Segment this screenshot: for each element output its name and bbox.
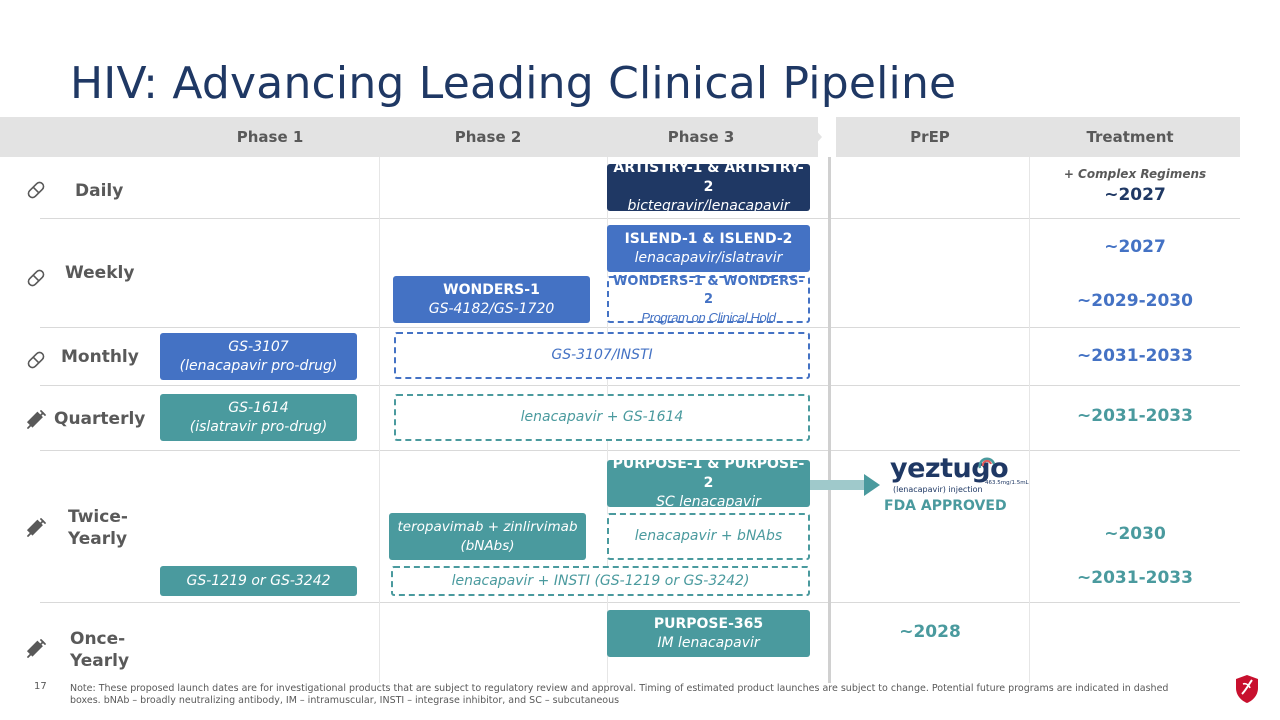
program-compound: bictegravir/lenacapavir [627,198,790,214]
header-treatment: Treatment [1086,128,1174,146]
yeztugo-generic-name: (lenacapavir) injection [893,485,983,494]
row-label-monthly: Monthly [61,347,139,367]
pill-icon [27,351,45,369]
pill-icon [27,181,45,199]
column-divider [379,157,380,683]
launch-date-weekly-2: ~2029-2030 [1077,291,1193,311]
program-box-len-bnabs: lenacapavir + bNAbs [607,513,810,560]
syringe-icon [26,639,46,658]
row-label-daily: Daily [75,181,124,201]
program-box-len-gs1614: lenacapavir + GS-1614 [394,394,810,441]
row-divider [40,385,1240,386]
phase-launch-separator [828,157,831,683]
page-title: HIV: Advancing Leading Clinical Pipeline [70,58,957,109]
program-name: lenacapavir + GS-1614 [520,409,684,425]
daily-regimen-note: + Complex Regimens [1063,167,1207,181]
yeztugo-dose: 463.5mg/1.5mL [985,480,1029,486]
pill-icon [27,269,45,287]
program-compound: IM lenacapavir [657,634,760,651]
program-compound: lenacapavir/islatravir [634,249,783,266]
launch-date-twice-yearly-1: ~2030 [1104,524,1166,544]
program-status: Program on Clinical Hold [641,309,776,325]
row-divider [40,450,1240,451]
program-name: ISLEND-1 & ISLEND-2 [624,230,793,247]
launch-date-twice-yearly-2: ~2031-2033 [1077,568,1193,588]
column-divider [1029,157,1030,683]
row-label-once-yearly-1: Once- [70,629,126,649]
footnote: Note: These proposed launch dates are fo… [70,683,1169,706]
program-box-wonders1: WONDERS-1 GS-4182/GS-1720 [393,276,590,323]
header-phase1: Phase 1 [236,128,304,146]
program-name: GS-1219 or GS-3242 [186,572,331,589]
program-name: lenacapavir + INSTI (GS-1219 or GS-3242) [451,572,750,589]
program-name: lenacapavir + bNAbs [634,528,783,544]
launch-date-quarterly: ~2031-2033 [1077,406,1193,426]
row-divider [40,218,1240,219]
header-phase3: Phase 3 [667,128,735,146]
program-box-gs3107-insti: GS-3107/INSTI [394,332,810,379]
launch-date-daily: ~2027 [1104,185,1166,205]
row-label-twice-yearly-1: Twice- [68,507,128,527]
program-box-islend: ISLEND-1 & ISLEND-2 lenacapavir/islatrav… [607,225,810,272]
program-name: ARTISTRY-1 & ARTISTRY-2 [613,160,804,195]
program-name: PURPOSE-365 [653,615,764,632]
program-name: GS-1614 [228,399,289,416]
launch-date-monthly: ~2031-2033 [1077,346,1193,366]
program-box-purpose12: PURPOSE-1 & PURPOSE-2 SC lenacapavir [607,456,810,510]
fda-approved-label: FDA APPROVED [884,498,1007,514]
program-box-artistry: ARTISTRY-1 & ARTISTRY-2 bictegravir/lena… [607,160,810,214]
approval-arrow-head [864,474,880,496]
program-box-teropavimab: teropavimab + zinlirvimab (bNAbs) [389,513,586,560]
program-box-purpose365: PURPOSE-365 IM lenacapavir [607,610,810,657]
header-prep: PrEP [910,128,950,146]
program-name: GS-3107/INSTI [551,347,653,363]
phase-header-bar [0,117,818,157]
program-compound: (bNAbs) [460,537,515,554]
row-label-quarterly: Quarterly [54,409,146,429]
program-box-wonders12: WONDERS-1 & WONDERS-2 Program on Clinica… [607,273,810,325]
launch-date-weekly-1: ~2027 [1104,237,1166,257]
program-compound: (lenacapavir pro-drug) [179,357,338,374]
page-number: 17 [34,681,47,692]
row-divider [40,327,1240,328]
row-divider [40,602,1240,603]
program-box-gs1614: GS-1614 (islatravir pro-drug) [160,394,357,441]
program-name: GS-3107 [228,338,289,355]
row-label-twice-yearly-2: Yearly [68,529,128,549]
program-name: WONDERS-1 [443,281,540,298]
syringe-icon [26,410,46,429]
syringe-icon [26,518,46,537]
yeztugo-swoosh-icon [978,457,996,469]
program-name: WONDERS-1 & WONDERS-2 [613,273,804,307]
program-compound: GS-4182/GS-1720 [428,300,555,317]
program-compound: (islatravir pro-drug) [189,418,328,435]
program-name: teropavimab + zinlirvimab [397,518,578,535]
program-box-gs1219: GS-1219 or GS-3242 [160,566,357,596]
phase-header-arrow [804,117,822,157]
header-phase2: Phase 2 [454,128,522,146]
approval-arrow [810,480,866,490]
launch-date-once-yearly-prep: ~2028 [899,622,961,642]
row-label-once-yearly-2: Yearly [70,651,130,671]
gilead-logo [1236,675,1258,703]
program-name: PURPOSE-1 & PURPOSE-2 [612,456,805,491]
program-box-len-insti: lenacapavir + INSTI (GS-1219 or GS-3242) [391,566,810,596]
program-compound: SC lenacapavir [656,494,761,510]
program-box-gs3107: GS-3107 (lenacapavir pro-drug) [160,333,357,380]
row-label-weekly: Weekly [65,263,135,283]
launch-header-bar [836,117,1240,157]
